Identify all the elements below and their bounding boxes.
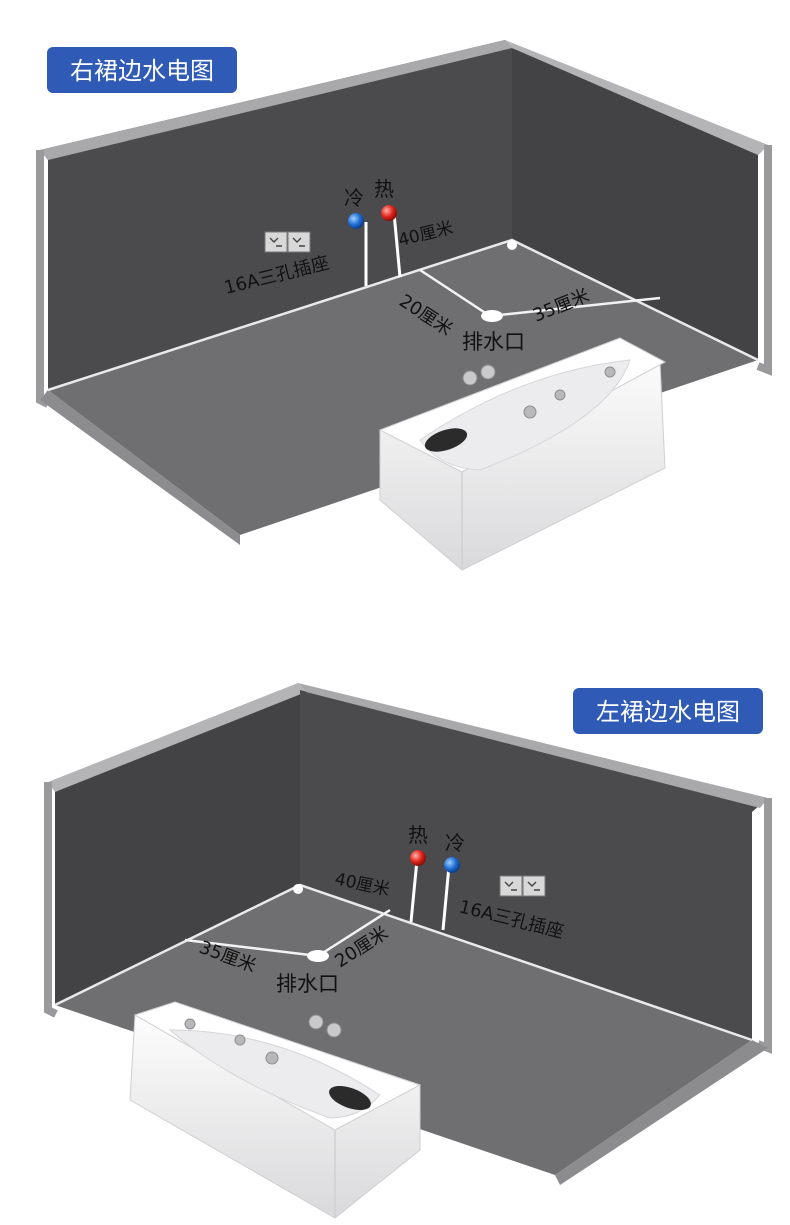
panel-title: 右裙边水电图 xyxy=(70,57,214,85)
floor-front-edge xyxy=(40,390,240,545)
dim-line-35 xyxy=(184,938,319,958)
cold-outlet-icon xyxy=(348,213,364,229)
hot-outlet-icon xyxy=(410,850,426,866)
dim-line-20 xyxy=(419,268,491,318)
floor xyxy=(48,240,758,535)
socket-icon xyxy=(499,875,546,897)
dim-line-35 xyxy=(489,296,661,318)
left-wall-top-edge xyxy=(40,40,512,160)
cold-pipe-line xyxy=(441,865,451,931)
drain-label: 排水口 xyxy=(276,972,339,996)
headrest xyxy=(329,1085,371,1111)
cold-label: 冷 xyxy=(445,831,465,855)
right-wall-top-edge xyxy=(298,683,768,808)
panel-right-skirt: 右裙边水电图 冷 热 xyxy=(36,40,772,571)
right-wall-front-edge xyxy=(756,798,772,1054)
bathtub xyxy=(378,337,667,571)
left-wall-top-edge xyxy=(48,683,306,792)
floor xyxy=(55,885,752,1175)
cold-label: 冷 xyxy=(344,186,364,210)
panel-title: 左裙边水电图 xyxy=(596,698,740,726)
drain-marker xyxy=(481,310,503,322)
bathtub xyxy=(129,1001,422,1219)
corner-marker xyxy=(293,884,303,894)
title-badge: 右裙边水电图 xyxy=(47,47,237,93)
left-wall-front-edge xyxy=(44,782,58,1018)
left-wall xyxy=(55,690,300,1005)
right-wall-front-edge xyxy=(756,145,772,376)
panel-left-skirt: 左裙边水电图 热 冷 40 xyxy=(44,683,772,1219)
hot-outlet-icon xyxy=(381,205,397,221)
socket-icon xyxy=(264,231,311,253)
corner-marker xyxy=(507,240,517,250)
dim-line-20 xyxy=(317,908,391,958)
left-wall-front-edge xyxy=(36,150,50,408)
floor-front-edge xyxy=(555,1040,768,1185)
hot-pipe-line xyxy=(409,859,419,923)
right-wall-top-edge xyxy=(505,40,768,155)
cold-outlet-icon xyxy=(444,857,460,873)
drain-label: 排水口 xyxy=(462,330,525,354)
hot-label: 热 xyxy=(408,823,428,847)
title-badge: 左裙边水电图 xyxy=(573,688,763,734)
hot-pipe-line xyxy=(392,212,402,278)
headrest xyxy=(424,428,468,452)
drain-marker xyxy=(307,950,329,962)
hot-label: 热 xyxy=(374,177,394,201)
